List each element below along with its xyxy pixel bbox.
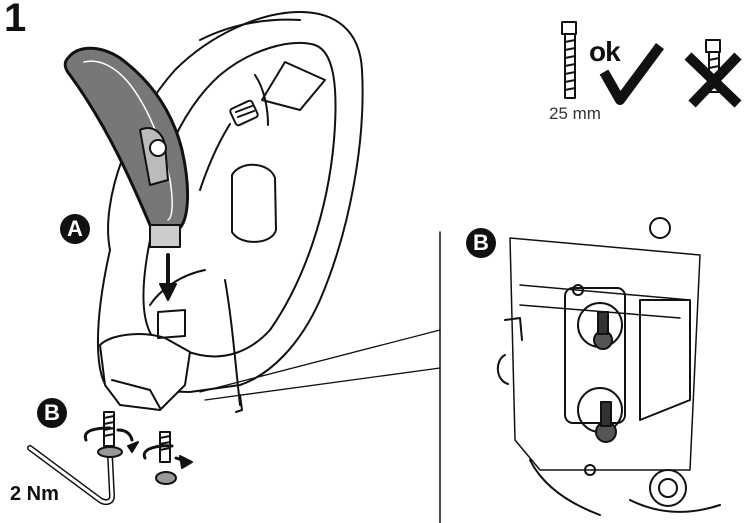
- seat-window: [232, 165, 276, 242]
- torque-label: 2 Nm: [10, 483, 59, 506]
- callout-a-badge: A: [60, 214, 90, 244]
- screw-length-label: 25 mm: [549, 104, 601, 124]
- bottom-screws: [85, 412, 192, 484]
- callout-b-bottom-badge: B: [37, 398, 67, 428]
- step-number: 1: [4, 0, 26, 41]
- ok-label: ok: [589, 36, 620, 68]
- detail-b: [498, 218, 720, 515]
- seat-base: [100, 334, 190, 410]
- callout-b-detail-badge: B: [466, 228, 496, 258]
- screw-ok-icon: [562, 22, 576, 98]
- strap-buckle: [229, 100, 258, 126]
- shoulder-strap: [255, 62, 325, 125]
